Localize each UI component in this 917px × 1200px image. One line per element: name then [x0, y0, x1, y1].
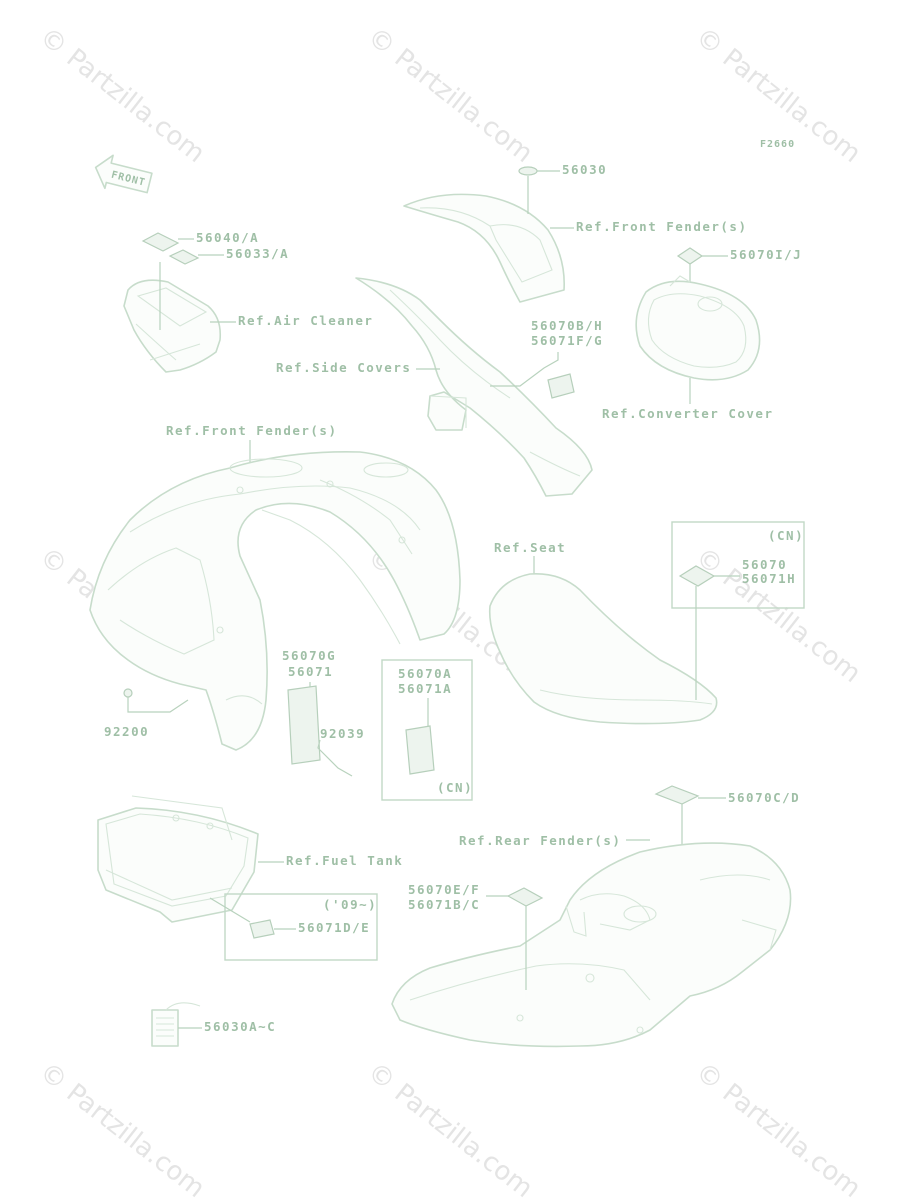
label-cn-mid: (CN) [437, 780, 473, 795]
converter-cover-part [635, 275, 761, 381]
group-box-56070a [381, 659, 473, 801]
label-56071bc: 56071B/C [408, 897, 480, 912]
label-56070a: 56070A [398, 666, 452, 681]
tag-56030ac [151, 1002, 201, 1047]
watermark: © Partzilla.com [362, 22, 539, 169]
side-covers-part [355, 277, 593, 497]
label-56071h: 56071H [742, 571, 796, 586]
label-converter-cover: Ref.Converter Cover [602, 406, 774, 421]
label-92039: 92039 [320, 726, 365, 741]
decal-56070ef [506, 887, 544, 907]
decal-56070a [405, 725, 435, 775]
watermark: © Partzilla.com [34, 1057, 211, 1200]
front-fender-main-part [89, 451, 461, 751]
label-cn-top: (CN) [768, 528, 804, 543]
watermark: © Partzilla.com [34, 22, 211, 169]
label-year-09: ('09~) [323, 897, 377, 912]
label-seat: Ref.Seat [494, 540, 566, 555]
rear-fender-part [391, 842, 792, 1048]
part-92200 [123, 688, 133, 698]
label-56070ij: 56070I/J [730, 247, 802, 262]
label-air-cleaner: Ref.Air Cleaner [238, 313, 373, 328]
group-box-56070 [671, 521, 805, 609]
air-cleaner-part [123, 279, 222, 373]
label-front-fender-top: Ref.Front Fender(s) [576, 219, 748, 234]
group-box-56071de [224, 893, 378, 961]
decal-56071de [249, 919, 275, 939]
decal-56070bh [547, 373, 575, 399]
decal-56070cd [654, 785, 700, 805]
figure-code: F2660 [760, 139, 795, 150]
decal-56070ij [676, 247, 704, 265]
label-56033: 56033/A [226, 246, 289, 261]
decal-56040 [141, 232, 180, 252]
fuel-tank-part [97, 795, 259, 923]
front-arrow-icon: FRONT [94, 154, 153, 194]
label-rear-fender: Ref.Rear Fender(s) [459, 833, 621, 848]
label-56070ef: 56070E/F [408, 882, 480, 897]
label-56030ac: 56030A~C [204, 1019, 276, 1034]
label-56030: 56030 [562, 162, 607, 177]
label-side-covers: Ref.Side Covers [276, 360, 411, 375]
watermark: © Partzilla.com [362, 1057, 539, 1200]
label-56071a: 56071A [398, 681, 452, 696]
label-56070cd: 56070C/D [728, 790, 800, 805]
label-56040: 56040/A [196, 230, 259, 245]
seat-part [488, 573, 718, 725]
decal-56030 [518, 166, 538, 176]
watermark: © Partzilla.com [690, 1057, 867, 1200]
label-56071fg: 56071F/G [531, 333, 603, 348]
decal-56070g [287, 685, 321, 765]
front-fender-top-part [403, 193, 565, 303]
label-56070g: 56070G [282, 648, 336, 663]
label-front-fender-main: Ref.Front Fender(s) [166, 423, 338, 438]
label-56070: 56070 [742, 557, 787, 572]
label-56071de: 56071D/E [298, 920, 370, 935]
label-56071: 56071 [288, 664, 333, 679]
decal-56033 [168, 249, 200, 265]
label-56070bh: 56070B/H [531, 318, 603, 333]
label-fuel-tank: Ref.Fuel Tank [286, 853, 403, 868]
label-92200: 92200 [104, 724, 149, 739]
